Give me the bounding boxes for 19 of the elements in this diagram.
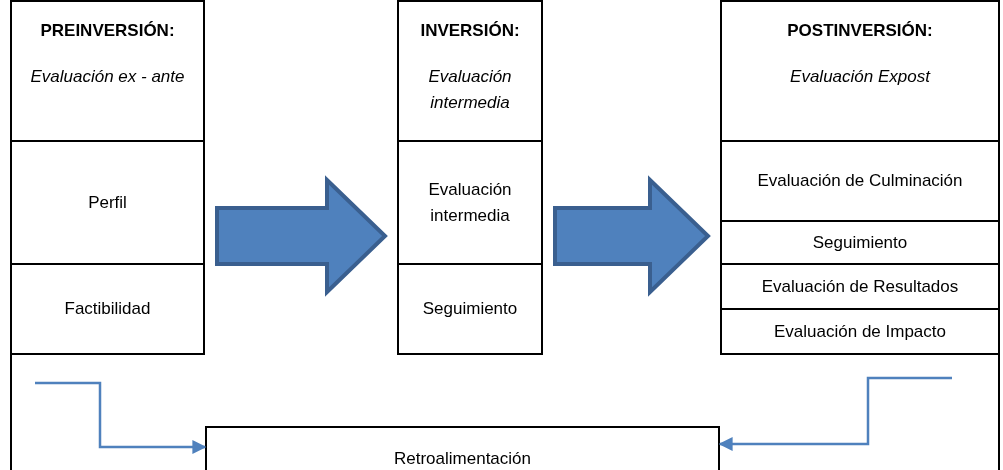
evaluation-type: Evaluación Expost	[790, 66, 930, 88]
feedback-arrow	[718, 376, 952, 451]
stage-label: Evaluación de Culminación	[757, 170, 963, 192]
stage-label: Evaluación de Impacto	[774, 320, 946, 343]
stage-label: Evaluación intermedia	[427, 178, 513, 227]
phase-title: POSTINVERSIÓN:	[787, 20, 933, 42]
feedback-arrow	[35, 381, 207, 454]
block-arrow	[215, 175, 388, 297]
stage-label: Seguimiento	[422, 298, 518, 320]
phase-title: INVERSIÓN:	[420, 20, 520, 42]
evaluation-type: Evaluación intermedia	[427, 66, 513, 114]
block-arrow	[553, 175, 711, 297]
stage-label: Evaluación de Resultados	[761, 275, 959, 298]
evaluation-type: Evaluación ex - ante	[30, 66, 185, 88]
stage-label: Retroalimentación	[394, 448, 531, 470]
stage-label: Perfil	[88, 191, 127, 214]
phase-title: PREINVERSIÓN:	[40, 20, 175, 42]
stage-label: Factibilidad	[64, 298, 151, 320]
stage-label: Seguimiento	[812, 231, 908, 254]
